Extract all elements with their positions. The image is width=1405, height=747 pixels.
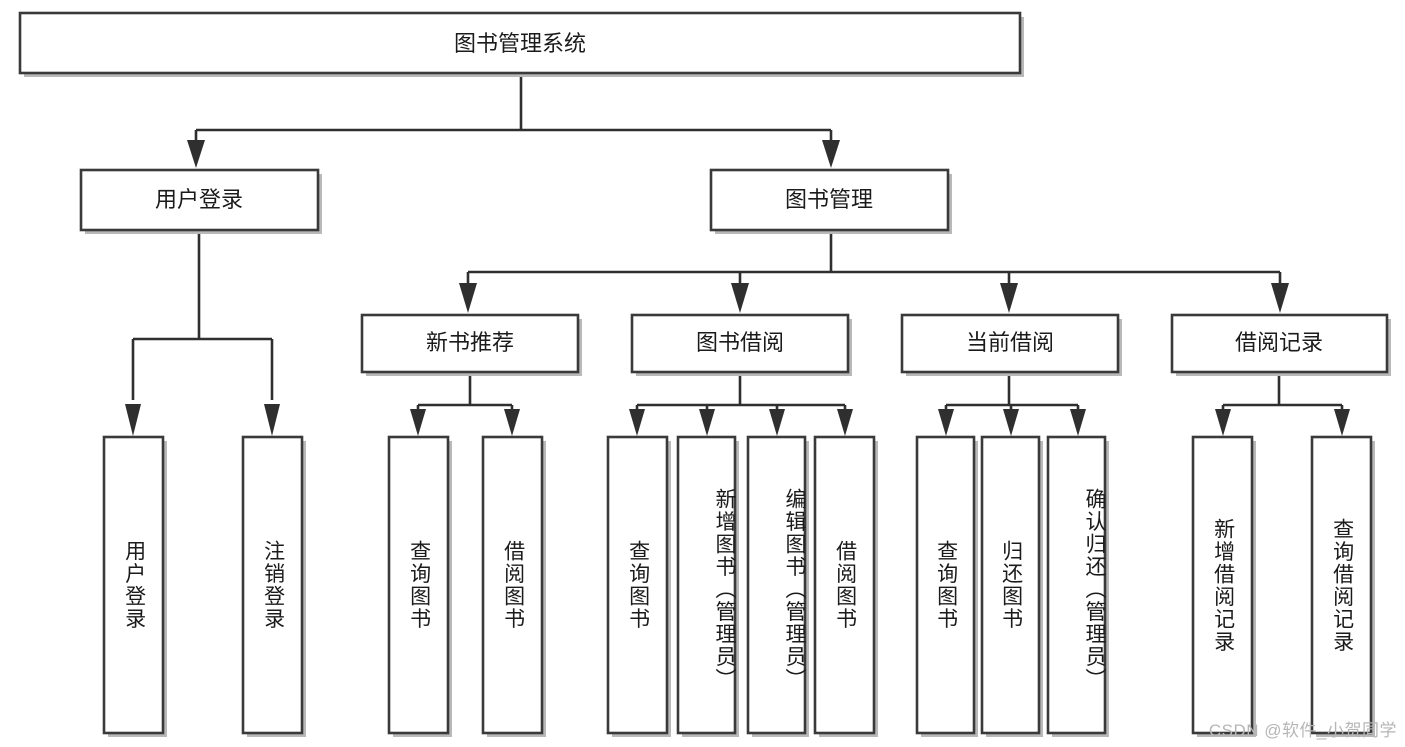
connector-root-to-level2 (187, 76, 840, 168)
arrow-leaf-return-book (1003, 409, 1019, 436)
arrow-to-borrow-record (1271, 283, 1289, 313)
connector-bookborrow-to-leaves (629, 376, 853, 436)
node-user-login-label: 用户登录 (155, 187, 243, 212)
arrow-leaf-confirm-return (1070, 409, 1086, 436)
connector-currentborrow-to-leaves (938, 376, 1086, 436)
leaf-node-confirm-return[interactable] (1046, 435, 1109, 737)
arrow-to-book-borrow (731, 283, 749, 313)
node-book-manage[interactable]: 图书管理 (709, 168, 952, 234)
leaf-node-borrow-book-recommend[interactable] (481, 435, 546, 737)
arrow-leaf-logout (264, 404, 280, 436)
leaf-node-query-book-borrow[interactable] (606, 435, 671, 737)
arrow-to-book-manage (822, 140, 840, 168)
node-current-borrow-label: 当前借阅 (966, 330, 1054, 355)
node-root[interactable]: 图书管理系统 (18, 11, 1024, 77)
arrow-leaf-user-login (125, 404, 141, 436)
arrow-leaf-borrow-book-2 (837, 409, 853, 436)
arrow-leaf-edit-book (769, 409, 785, 436)
arrow-to-user-login (187, 140, 205, 168)
arrow-leaf-query-book-2 (629, 409, 645, 436)
node-current-borrow[interactable]: 当前借阅 (900, 313, 1122, 376)
arrow-leaf-query-record (1334, 409, 1350, 436)
arrow-leaf-add-book (699, 409, 715, 436)
node-new-book-recommend-label: 新书推荐 (426, 330, 514, 355)
leaf-node-add-borrow-record[interactable] (1191, 435, 1256, 737)
connector-newbook-to-leaves (410, 376, 520, 436)
arrow-leaf-borrow-book-1 (504, 409, 520, 436)
arrow-leaf-query-book-1 (410, 409, 426, 436)
node-book-borrow-label: 图书借阅 (696, 330, 784, 355)
leaf-node-edit-book[interactable] (746, 435, 809, 737)
leaf-node-query-borrow-record[interactable] (1310, 435, 1375, 737)
node-book-borrow[interactable]: 图书借阅 (630, 313, 852, 376)
arrow-leaf-query-book-3 (938, 409, 954, 436)
node-user-login[interactable]: 用户登录 (79, 168, 322, 234)
node-borrow-record[interactable]: 借阅记录 (1170, 313, 1391, 376)
leaf-node-return-book[interactable] (980, 435, 1043, 737)
node-root-label: 图书管理系统 (454, 31, 586, 56)
leaf-node-query-book-current[interactable] (915, 435, 978, 737)
connector-borrowrecord-to-leaves (1215, 376, 1350, 436)
arrow-leaf-add-record (1215, 409, 1231, 436)
node-book-manage-label: 图书管理 (785, 187, 873, 212)
watermark-text: CSDN @软件_小贺同学 (1208, 721, 1397, 740)
leaf-node-user-login[interactable] (102, 435, 167, 737)
leaf-node-borrow-book[interactable] (813, 435, 878, 737)
node-new-book-recommend[interactable]: 新书推荐 (360, 313, 582, 376)
leaf-node-logout[interactable] (241, 435, 306, 737)
leaf-node-add-book[interactable] (676, 435, 739, 737)
arrow-to-current-borrow (1000, 283, 1018, 313)
leaf-node-query-book-recommend[interactable] (387, 435, 452, 737)
node-borrow-record-label: 借阅记录 (1235, 330, 1323, 355)
connector-bookmanage-to-level3 (459, 234, 1289, 313)
connector-userlogin-to-leaves (125, 234, 280, 436)
arrow-to-new-book (459, 283, 477, 313)
